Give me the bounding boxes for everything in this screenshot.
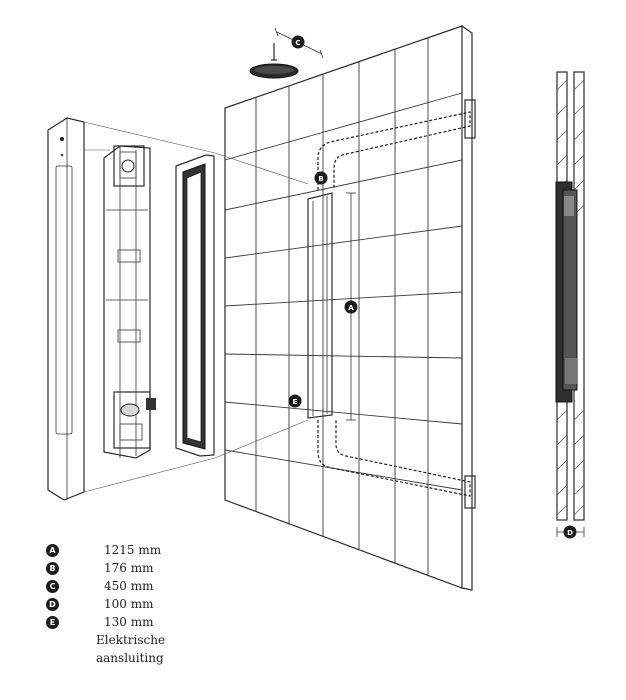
legend-row-a: A 1215 mm: [46, 541, 246, 559]
marker-e: E: [288, 394, 302, 408]
tiled-wall: [224, 25, 476, 591]
legend-value-e: 130 mm: [104, 615, 154, 629]
legend-row-d: D 100 mm: [46, 595, 246, 613]
legend-value-c: 450 mm: [104, 579, 154, 593]
legend-row-e: E 130 mm: [46, 613, 246, 631]
legend-note-line2: aansluiting: [96, 651, 164, 665]
dimension-legend: A 1215 mm B 176 mm C 450 mm D 100 mm E 1…: [46, 541, 246, 667]
section-view: [555, 71, 585, 537]
hidden-duct-bottom: [317, 420, 471, 497]
legend-row-c: C 450 mm: [46, 577, 246, 595]
valve-mechanism: [103, 145, 156, 459]
marker-d-label: D: [567, 529, 573, 537]
marker-e-label: E: [293, 398, 298, 406]
legend-note-line1: Elektrische: [96, 633, 166, 647]
marker-b-label: B: [318, 175, 323, 183]
front-cover-panel: [47, 117, 85, 501]
legend-badge-e: E: [46, 615, 59, 629]
legend-badge-a: A: [46, 543, 59, 557]
wall-recess: [307, 192, 333, 419]
legend-value-d: 100 mm: [104, 597, 154, 611]
marker-a-label: A: [348, 304, 354, 312]
legend-value-b: 176 mm: [104, 561, 154, 575]
marker-c: C: [291, 35, 305, 49]
marker-d: D: [563, 525, 577, 539]
marker-a: A: [344, 300, 358, 314]
legend-value-a: 1215 mm: [104, 543, 162, 557]
legend-row-b: B 176 mm: [46, 559, 246, 577]
rain-shower-head: [249, 27, 324, 79]
marker-c-label: C: [295, 39, 300, 47]
legend-badge-c: C: [46, 579, 59, 593]
marker-b: B: [314, 171, 328, 185]
legend-badge-b: B: [46, 561, 59, 575]
hidden-duct-top: [317, 111, 471, 190]
projection-guides: [83, 121, 309, 493]
mounting-frame: [175, 154, 215, 457]
legend-badge-d: D: [46, 597, 59, 611]
